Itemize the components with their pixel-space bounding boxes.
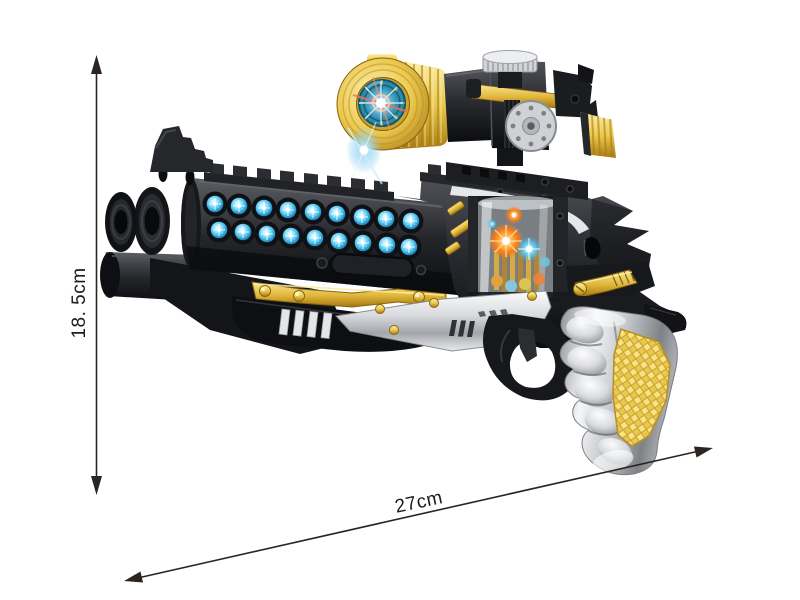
double-muzzle — [105, 187, 170, 255]
arrowhead-up-icon — [91, 55, 102, 74]
barrel-bottom-panel — [329, 252, 415, 280]
grip-gold-panel — [612, 328, 671, 447]
hammer-lever — [566, 262, 655, 307]
scope-mount-rail — [446, 146, 588, 200]
barrel-top-rail — [158, 163, 394, 201]
scope-tube — [444, 68, 494, 142]
scope-rear-bracket — [553, 64, 598, 118]
height-dimension-label: 18. 5cm — [69, 267, 90, 339]
scope — [336, 50, 616, 200]
transparent-cylinder — [468, 196, 568, 302]
foregrip — [232, 296, 424, 352]
arrowhead-down-icon — [91, 476, 102, 495]
frame-oval-hole — [583, 237, 601, 259]
scope-side-knob — [466, 79, 481, 98]
arrowhead-left-icon — [124, 571, 143, 583]
gold-slash-accents — [444, 200, 474, 255]
front-sight — [150, 126, 213, 172]
muzzle-flash-glow — [346, 121, 383, 185]
blue-light-burst — [516, 236, 542, 262]
grip — [559, 296, 687, 476]
trigger — [518, 328, 537, 362]
scope-lens-flare — [352, 76, 410, 131]
scope-turret-knob — [482, 50, 538, 88]
width-dimension-arrow — [124, 446, 713, 583]
arrowhead-right-icon — [694, 446, 713, 458]
trigger-guard — [482, 314, 576, 401]
scope-side-dial — [505, 100, 557, 152]
grip-rear-hook — [644, 304, 687, 334]
height-dimension-arrow — [91, 55, 102, 495]
scope-eyepiece — [580, 112, 616, 158]
orange-light-burst — [488, 223, 524, 259]
